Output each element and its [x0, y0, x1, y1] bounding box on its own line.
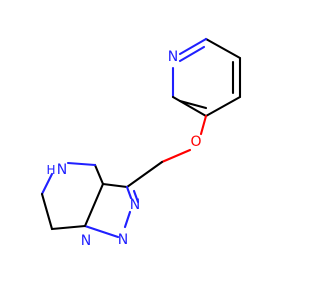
- bond: [83, 182, 105, 228]
- triazole-ring: [83, 182, 140, 239]
- bond: [123, 210, 132, 229]
- bond: [83, 224, 120, 239]
- bond: [132, 189, 140, 204]
- atom-label: N: [168, 49, 178, 65]
- bond: [199, 114, 208, 136]
- diazepine-ring: [40, 161, 105, 231]
- atom-label: N: [118, 232, 128, 248]
- bond: [160, 148, 192, 164]
- atom-label: N: [130, 197, 140, 213]
- molecule-structure: N O N H N N N: [40, 37, 242, 249]
- bond: [204, 95, 242, 118]
- bond: [125, 185, 133, 200]
- atom-label: N: [57, 162, 67, 178]
- atom-label: H: [46, 163, 55, 177]
- atom-label: O: [190, 134, 201, 150]
- bond: [204, 37, 242, 60]
- bond: [66, 161, 97, 167]
- bond: [171, 95, 208, 118]
- bond: [178, 37, 208, 56]
- bond: [40, 172, 54, 196]
- ether-linkage: [125, 114, 208, 189]
- atom-label: N: [81, 233, 91, 249]
- bond: [101, 182, 129, 189]
- bond: [178, 99, 208, 110]
- bond: [50, 224, 87, 231]
- bond: [93, 163, 105, 186]
- bond: [40, 192, 54, 231]
- bond: [125, 160, 164, 189]
- bond: [178, 45, 206, 63]
- pyridine-ring: [171, 37, 242, 118]
